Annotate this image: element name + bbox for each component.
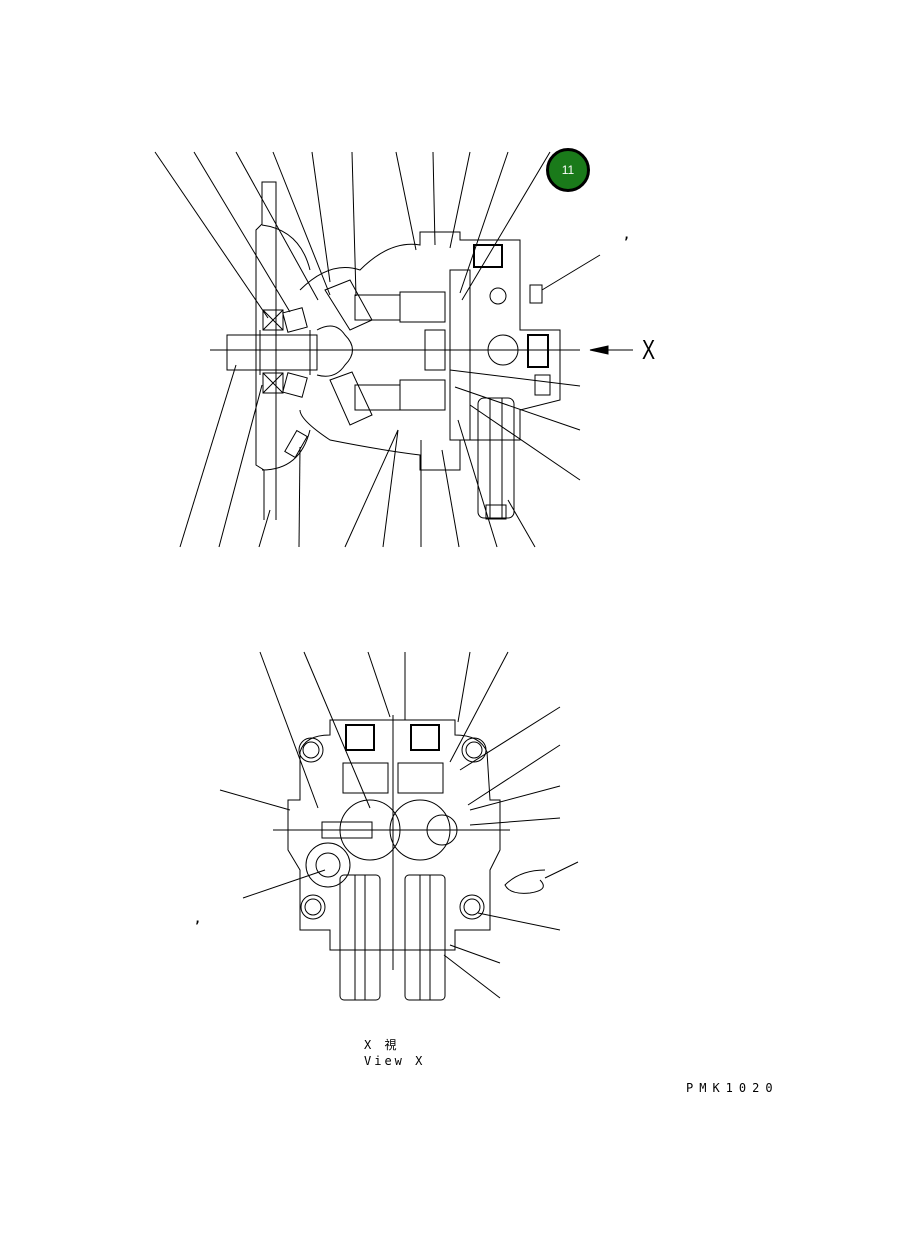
stray-comma-mark-2: , xyxy=(194,912,202,926)
stray-comma-mark: , xyxy=(623,228,631,242)
view-caption-en: View X xyxy=(364,1054,426,1068)
view-caption-jp: X 視 xyxy=(364,1038,400,1052)
part-callout-badge[interactable]: 11 xyxy=(546,148,590,192)
section-view xyxy=(154,151,633,548)
drawing-code: PMK1020 xyxy=(686,1081,779,1095)
view-x-drawing xyxy=(219,651,579,1001)
view-arrow-label: X xyxy=(642,334,656,365)
callout-number: 11 xyxy=(561,163,575,177)
